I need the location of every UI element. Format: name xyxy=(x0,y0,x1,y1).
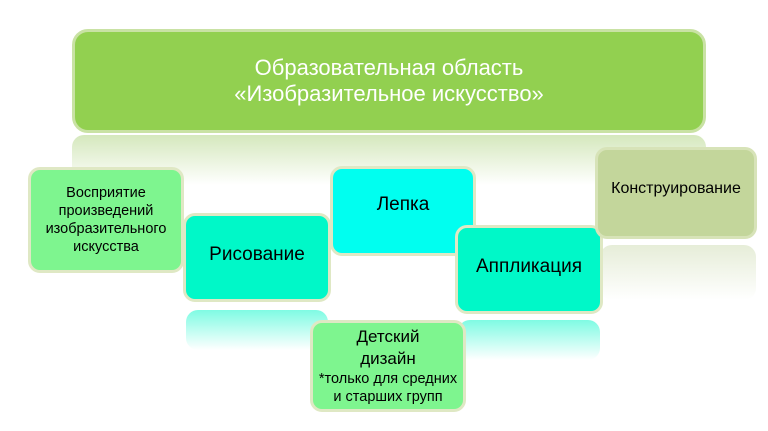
design-label: Детский дизайн xyxy=(356,327,420,368)
construction-reflection xyxy=(600,245,756,300)
design-note: *только для средних и старших групп xyxy=(318,371,458,405)
construction-box: Конструирование xyxy=(595,147,757,239)
title-box: Образовательная область «Изобразительное… xyxy=(72,29,706,133)
drawing-box: Рисование xyxy=(183,213,331,302)
modeling-label: Лепка xyxy=(376,194,430,215)
drawing-reflection xyxy=(186,310,328,350)
modeling-box: Лепка xyxy=(330,166,476,256)
drawing-label: Рисование xyxy=(209,244,305,265)
title-line1: Образовательная область xyxy=(254,55,524,80)
applique-reflection xyxy=(458,320,600,360)
construction-label: Конструирование xyxy=(611,180,741,197)
applique-label: Аппликация xyxy=(475,256,583,277)
design-box: Детский дизайн *только для средних и ста… xyxy=(310,320,466,412)
title-line2: «Изобразительное искусство» xyxy=(234,81,544,106)
perception-label: Восприятие произведений изобразительного… xyxy=(45,185,167,255)
perception-box: Восприятие произведений изобразительного… xyxy=(28,167,184,273)
applique-box: Аппликация xyxy=(455,225,603,314)
